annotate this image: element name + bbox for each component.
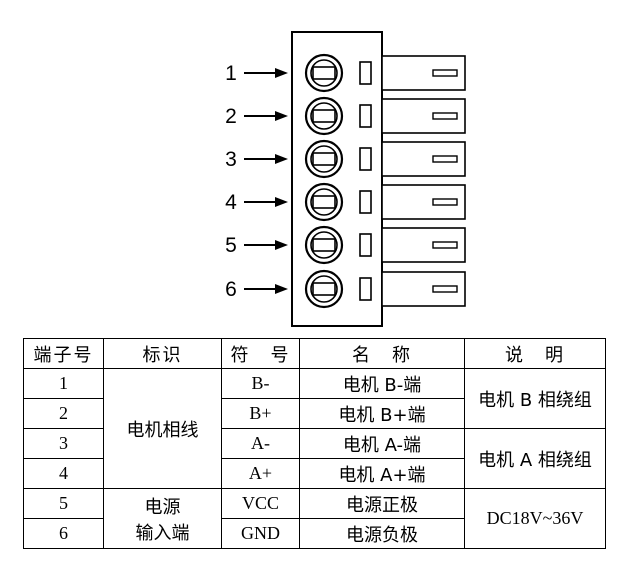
terminal-slots [359,61,372,301]
symbol-cell: VCC [221,488,300,519]
name-cell: 电源负极 [299,518,465,549]
wire-entry-tabs [381,55,466,307]
wire-tab-slot [432,241,458,249]
wire-tab-slot [432,112,458,120]
symbol-cell: A- [221,428,300,459]
table-row: 5 电源 输入端 VCC 电源正极 DC18V~36V [23,488,606,549]
side-slot [359,147,372,171]
symbol-cell: A+ [221,458,300,489]
name-cell: 电机 B-端 [299,368,465,399]
side-slot [359,104,372,128]
header-symbol: 符 号 [221,338,300,369]
screw-slot [312,282,336,296]
name-cell: 电机 A+端 [299,458,465,489]
terminal-cell: 6 [23,518,104,549]
pin-arrows: 1 2 3 4 5 6 [225,62,288,301]
table-row: 6 GND 电源负极 [23,518,606,549]
screw-slot [312,238,336,252]
symbol-cell: GND [221,518,300,549]
table-row: 1 电机相线 B- 电机 B-端 电机 B 相绕组 [23,368,606,489]
header-name: 名 称 [299,338,465,369]
terminal-cell: 1 [23,368,104,399]
side-slot [359,190,372,214]
arrow-head [275,240,288,250]
table-row: 2 B+ 电机 B+端 [23,398,606,429]
b-winding-cell: 电机 B 相绕组 [464,368,606,429]
side-slot [359,277,372,301]
wire-tab-slot [432,198,458,206]
name-cell: 电源正极 [299,488,465,519]
arrow-head [275,197,288,207]
terminal-cell: 5 [23,488,104,519]
screw-slot [312,152,336,166]
terminal-cell: 2 [23,398,104,429]
terminal-cell: 4 [23,458,104,489]
header-terminal: 端子号 [23,338,104,369]
screw-slot [312,109,336,123]
arrow-head [275,154,288,164]
table-header-row: 端子号 标识 符 号 名 称 说 明 [23,338,606,369]
motor-phase-cell: 电机相线 [103,368,222,489]
arrow-head [275,68,288,78]
a-winding-cell: 电机 A 相绕组 [464,428,606,489]
screw-slot [312,195,336,209]
side-slot [359,233,372,257]
power-label-line1: 电源 [144,496,181,518]
arrow-head [275,284,288,294]
wire-tab-slot [432,155,458,163]
wire-tab-slot [432,69,458,77]
voltage-cell: DC18V~36V [464,488,606,549]
pin-label: 4 [225,191,237,214]
screw-slot [312,66,336,80]
name-cell: 电机 B+端 [299,398,465,429]
pin-label: 1 [225,62,237,85]
pinout-table: 端子号 标识 符 号 名 称 说 明 1 电机相线 B- 电机 B-端 电机 B… [23,338,606,549]
symbol-cell: B- [221,368,300,399]
symbol-cell: B+ [221,398,300,429]
terminal-cell: 3 [23,428,104,459]
table-row: 4 A+ 电机 A+端 [23,458,606,489]
power-label-line2: 输入端 [135,522,190,544]
pin-label: 6 [225,278,237,301]
pin-label: 2 [225,105,237,128]
header-description: 说 明 [464,338,606,369]
name-cell: 电机 A-端 [299,428,465,459]
terminal-screws [304,53,344,309]
power-input-cell: 电源 输入端 [103,488,222,549]
pin-label: 3 [225,148,237,171]
header-marking: 标识 [103,338,222,369]
side-slot [359,61,372,85]
wire-tab-slot [432,285,458,293]
pin-label: 5 [225,234,237,257]
table-row: 3 A- 电机 A-端 电机 A 相绕组 [23,428,606,489]
arrow-head [275,111,288,121]
connector-diagram: 1 2 3 4 5 6 [225,31,466,327]
